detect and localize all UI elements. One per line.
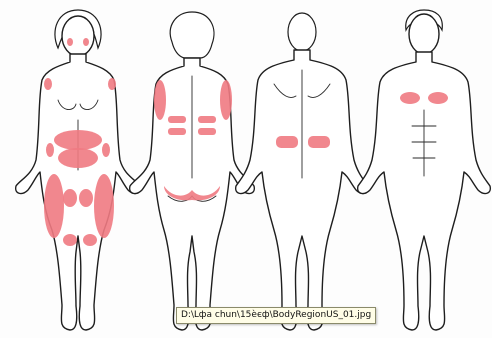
region-male-chest-left — [400, 92, 420, 104]
region-female-thigh-outer-right — [94, 174, 114, 238]
region-female-knee-right — [83, 234, 97, 246]
female-front-head — [62, 16, 94, 56]
male-front-body — [358, 52, 491, 330]
region-female-upper-abdomen — [54, 130, 102, 150]
region-female-back-bra-left — [168, 116, 186, 123]
filename-tooltip: D:\Լфа chun\15ѐєф\BodyRegionUS_01.jpg — [176, 307, 376, 324]
region-male-back-love-handle-left — [276, 136, 298, 148]
region-female-flank-right — [102, 143, 110, 157]
region-female-cheek-right — [83, 38, 89, 46]
region-female-back-bra-right — [198, 116, 216, 123]
male-back-head — [288, 13, 316, 51]
region-male-back-love-handle-right — [308, 136, 330, 148]
region-male-chest-right — [428, 92, 448, 104]
region-female-flank-left — [46, 143, 54, 157]
region-female-cheek-left — [67, 38, 73, 46]
region-female-back-waist-left — [168, 128, 186, 135]
region-female-upper-arm-right — [108, 78, 116, 90]
female-front-body — [16, 54, 141, 330]
region-female-knee-left — [63, 234, 77, 246]
region-female-back-arm-left — [154, 80, 166, 120]
region-female-upper-arm-left — [44, 78, 52, 90]
region-female-back-waist-right — [198, 128, 216, 135]
region-female-lower-abdomen — [58, 148, 98, 168]
female-back-hair — [170, 12, 214, 58]
male-front-head — [409, 14, 439, 54]
male-front-figure — [358, 10, 491, 330]
region-female-thigh-outer-left — [44, 174, 64, 238]
region-female-thigh-front-left — [63, 189, 77, 207]
region-female-back-arm-right — [220, 80, 232, 120]
male-back-figure — [236, 13, 369, 330]
female-back-figure — [130, 12, 255, 330]
region-female-thigh-front-right — [79, 189, 93, 207]
female-front-figure — [16, 10, 141, 330]
